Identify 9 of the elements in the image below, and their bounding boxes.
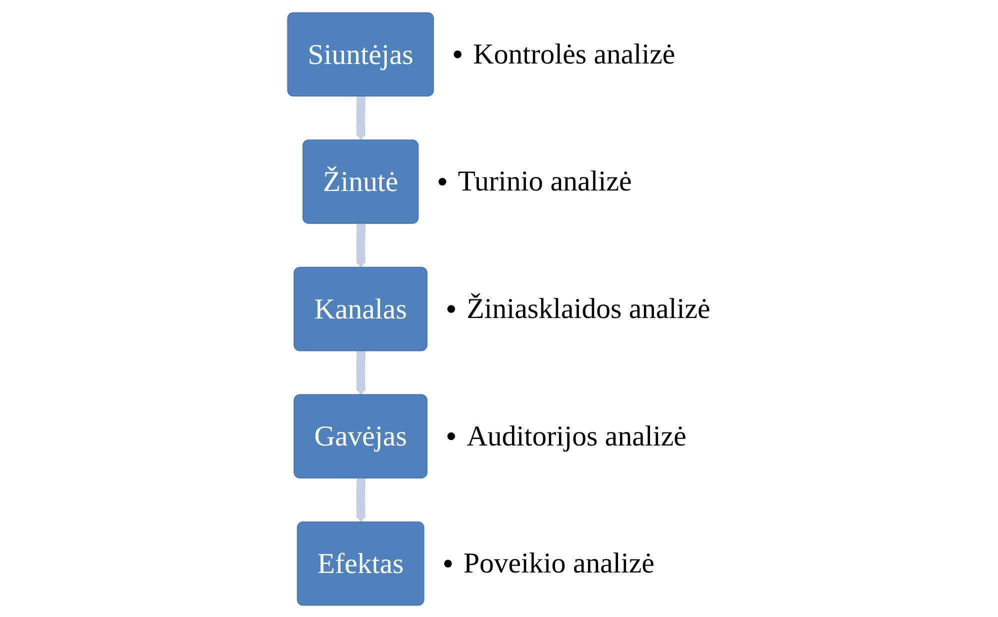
arrow — [356, 222, 366, 268]
arrow — [356, 477, 366, 523]
bullet-text: Žiniasklaidos analizė — [466, 292, 710, 324]
arrow — [356, 350, 366, 396]
bullet-text: Kontrolės analizė — [473, 38, 676, 70]
bullet-text: Turinio analizė — [458, 165, 632, 198]
bullet-text: Auditorijos analizė — [466, 420, 686, 452]
bullet-text: Poveikio analizė — [463, 547, 654, 580]
arrow — [356, 95, 366, 141]
